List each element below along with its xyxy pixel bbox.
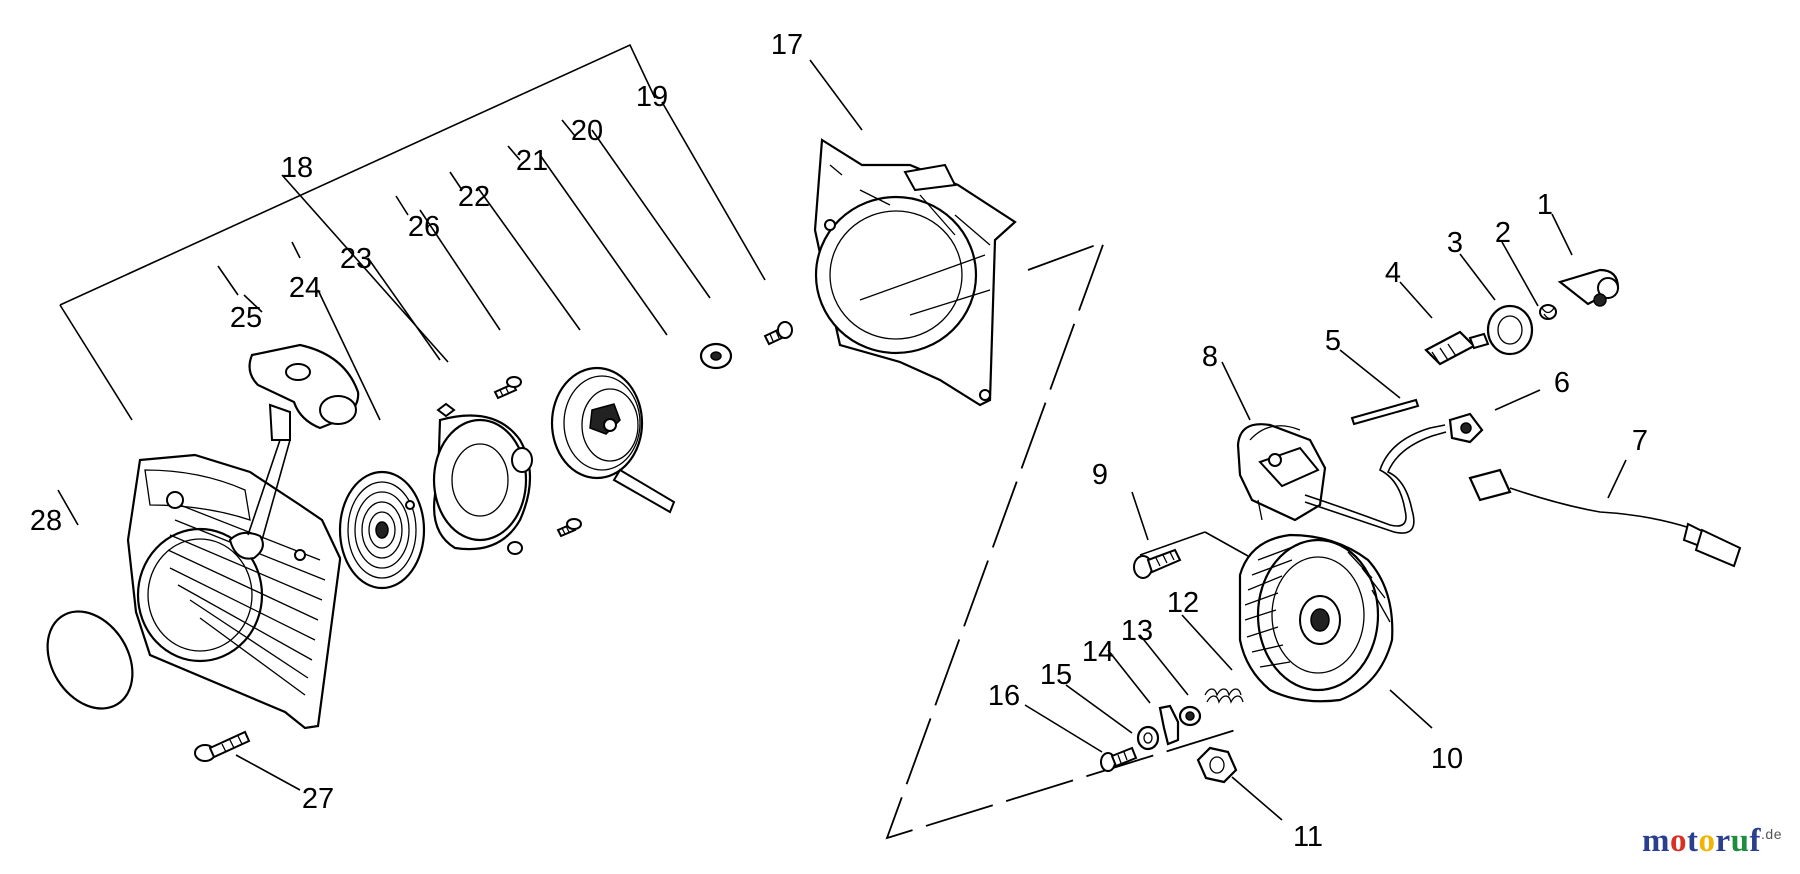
spring-part-12 <box>1204 688 1244 704</box>
callout-labels: 1 2 3 4 5 6 7 8 9 10 11 12 13 14 15 16 1… <box>30 29 1648 853</box>
screw-part-16 <box>1100 746 1138 772</box>
ignition-group-outline <box>885 240 1243 840</box>
screw-part-9 <box>1133 548 1182 579</box>
washer-part-20 <box>699 342 733 370</box>
callout-2: 2 <box>1495 217 1511 249</box>
spring-cover-part <box>432 402 533 555</box>
screw-part-19 <box>763 321 793 346</box>
assembly-bracket-lines <box>59 43 656 421</box>
rewind-spring-part <box>338 470 426 590</box>
watermark-letter-2: t <box>1687 823 1699 859</box>
callout-3: 3 <box>1447 227 1463 259</box>
air-guide-part <box>813 138 1017 407</box>
motoruf-watermark-logo: motoruf.de <box>1642 823 1782 860</box>
callout-8: 8 <box>1202 341 1218 373</box>
watermark-letter-6: f <box>1749 823 1762 859</box>
callout-11: 11 <box>1293 821 1323 853</box>
spark-plug-part <box>1424 330 1490 366</box>
callout-10: 10 <box>1431 743 1463 775</box>
pin-part-5 <box>1350 398 1420 426</box>
ignition-lead-part <box>1468 468 1742 568</box>
washer-part-3 <box>1486 304 1534 356</box>
starter-handle-part <box>247 343 360 541</box>
watermark-letter-1: o <box>1670 823 1688 859</box>
grommet-part-6 <box>1448 412 1484 444</box>
callout-7: 7 <box>1632 425 1648 457</box>
ignition-coil-part <box>1236 423 1447 534</box>
starter-rope-part <box>612 468 676 514</box>
pawl-part <box>1158 704 1180 746</box>
watermark-suffix: .de <box>1761 826 1782 842</box>
spring-part-2 <box>1539 304 1557 320</box>
rope-pulley-part <box>550 366 644 480</box>
screw-part-27 <box>194 730 251 762</box>
watermark-letter-4: r <box>1715 823 1731 859</box>
callout-28: 28 <box>30 505 62 537</box>
callout-19: 19 <box>636 81 668 113</box>
washer-part-15 <box>1136 725 1160 751</box>
callout-6: 6 <box>1554 367 1570 399</box>
callout-22: 22 <box>458 181 490 213</box>
callout-23: 23 <box>340 243 372 275</box>
callout-9: 9 <box>1092 459 1108 491</box>
callout-15: 15 <box>1040 659 1072 691</box>
callout-leaders <box>57 59 1627 821</box>
callout-26: 26 <box>408 211 440 243</box>
callout-13: 13 <box>1121 615 1153 647</box>
callout-18: 18 <box>281 152 313 184</box>
watermark-letter-0: m <box>1642 823 1671 859</box>
fan-housing-part <box>126 453 342 730</box>
spark-plug-cap-part-1 <box>1557 268 1620 307</box>
callout-27: 27 <box>302 783 334 815</box>
callout-4: 4 <box>1385 257 1401 289</box>
callout-5: 5 <box>1325 325 1341 357</box>
watermark-letter-3: o <box>1698 823 1716 859</box>
o-ring-part <box>46 610 134 710</box>
callout-20: 20 <box>571 115 603 147</box>
callout-16: 16 <box>988 680 1020 712</box>
screw-part-26b <box>556 518 582 538</box>
callout-21: 21 <box>516 145 548 177</box>
callout-12: 12 <box>1167 587 1199 619</box>
callout-1: 1 <box>1537 189 1553 221</box>
flywheel-nut-part <box>1196 746 1238 784</box>
washer-part-13 <box>1178 705 1202 727</box>
watermark-letter-5: u <box>1730 823 1750 859</box>
flywheel-part <box>1238 533 1394 703</box>
callout-24: 24 <box>289 272 321 304</box>
callout-25: 25 <box>230 302 262 334</box>
callout-14: 14 <box>1082 636 1114 668</box>
screw-part-26 <box>493 376 522 400</box>
callout-17: 17 <box>771 29 803 61</box>
